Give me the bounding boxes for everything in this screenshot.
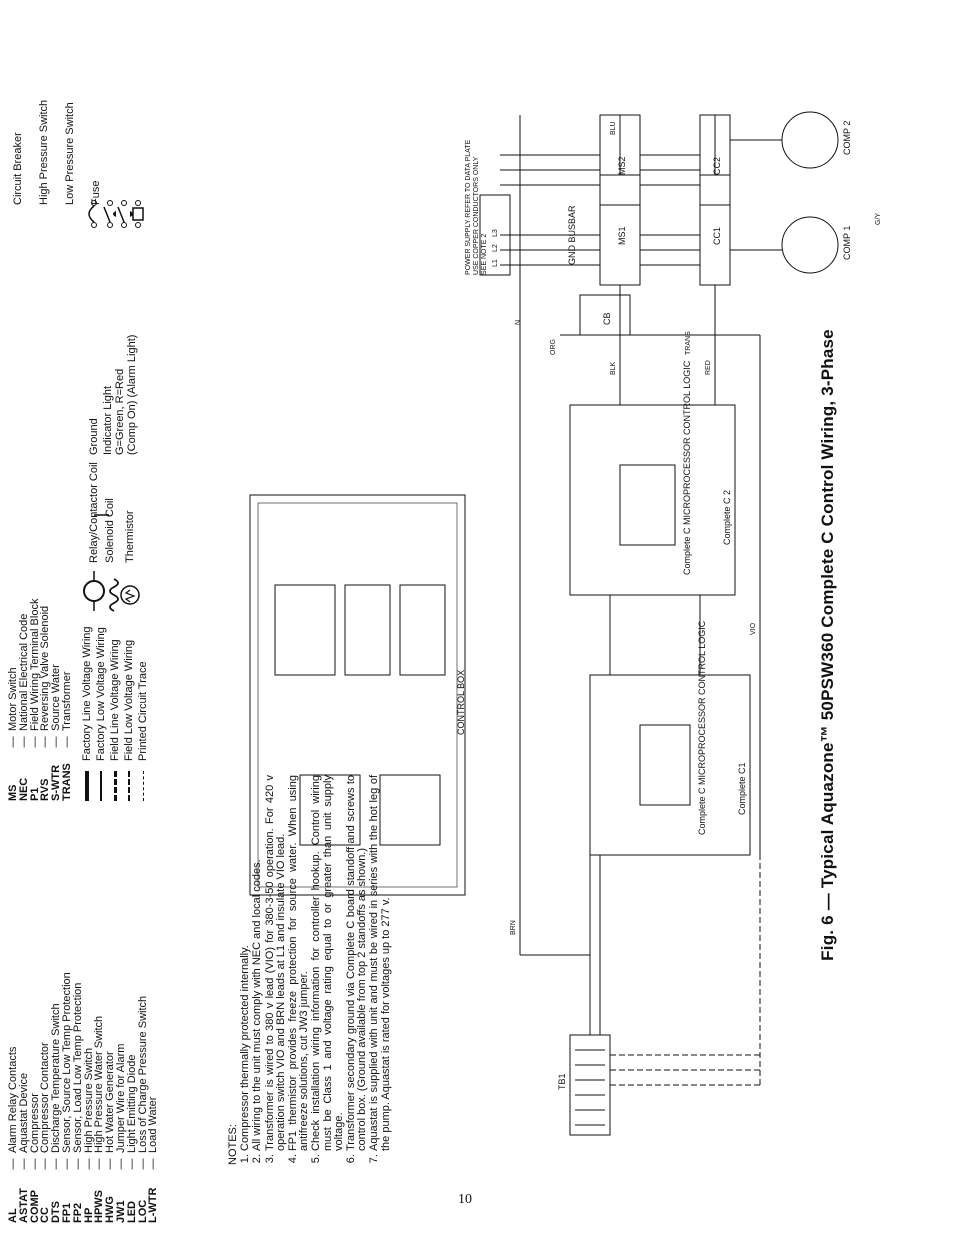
symbol-legend-label: Circuit Breaker bbox=[12, 132, 24, 205]
cb-label: CB bbox=[602, 312, 612, 325]
thermistor-icon bbox=[120, 585, 140, 605]
wire-label-vio: VIO bbox=[750, 622, 757, 635]
solenoid-coil-icon bbox=[109, 578, 119, 612]
wire-label-blu: BLU bbox=[610, 121, 617, 135]
neutral-label: N bbox=[515, 320, 522, 325]
cc2-label: CC2 bbox=[712, 157, 722, 175]
comp2-motor bbox=[781, 111, 839, 169]
complete-c2-name: Complete C 2 bbox=[722, 490, 732, 545]
wire-label-red: RED bbox=[705, 360, 712, 375]
power-supply-label: POWER SUPPLY REFER TO DATA PLATE bbox=[465, 139, 472, 275]
comp1-motor bbox=[781, 216, 839, 274]
complete-c1-board-label: Complete C MICROPROCESSOR CONTROL LOGIC bbox=[697, 620, 707, 835]
symbol-legend-label: (Comp On) (Alarm Light) bbox=[126, 334, 138, 455]
symbol-legend-label: Indicator Light bbox=[102, 385, 114, 455]
symbol-legend-icons bbox=[83, 200, 144, 612]
comp2-label: COMP 2 bbox=[842, 121, 852, 155]
symbol-legend-label: Fuse bbox=[90, 180, 102, 205]
symbol-legend: Relay/Contactor Coil Solenoid Coil Therm… bbox=[6, 0, 146, 615]
complete-c1-name: Complete C1 bbox=[737, 762, 747, 815]
wire-label-brn: BRN bbox=[510, 920, 517, 935]
symbol-legend-label: G=Green, R=Red bbox=[114, 368, 126, 455]
symbol-legend-label: Ground bbox=[88, 418, 100, 455]
control-box-label: CONTROL BOX bbox=[456, 670, 466, 735]
power-supply-label-3: SEE NOTE 2 bbox=[481, 234, 488, 275]
phase-label: L1 bbox=[492, 259, 499, 267]
wire-label-org: ORG bbox=[550, 339, 557, 355]
tb1-label: TB1 bbox=[557, 1073, 567, 1090]
power-supply-label-2: USE COPPER CONDUCTORS ONLY bbox=[473, 156, 480, 275]
circuit-breaker-icon bbox=[88, 200, 97, 228]
complete-c2-board bbox=[569, 404, 736, 596]
comp1-label: COMP 1 bbox=[842, 226, 852, 260]
wire-label-gy: G/Y bbox=[875, 213, 882, 225]
complete-c1-board bbox=[589, 674, 751, 856]
ms1-label: MS1 bbox=[617, 226, 627, 245]
trans-label: TRANS bbox=[685, 331, 692, 355]
wire-label-blk: BLK bbox=[610, 361, 617, 375]
phase-label: L3 bbox=[492, 229, 499, 237]
relay-coil-icon bbox=[83, 571, 105, 611]
page-number: 10 bbox=[458, 1192, 472, 1207]
symbol-legend-label: High Pressure Switch bbox=[38, 99, 50, 205]
control-box-outline bbox=[249, 494, 466, 896]
cc1-label: CC1 bbox=[712, 227, 722, 245]
high-pressure-switch-icon bbox=[103, 200, 116, 228]
fuse-icon bbox=[132, 200, 144, 228]
complete-c2-board-label: Complete C MICROPROCESSOR CONTROL LOGIC bbox=[682, 360, 692, 575]
symbol-legend-label: Low Pressure Switch bbox=[64, 102, 76, 205]
gnd-busbar-label: GND BUSBAR bbox=[567, 205, 577, 265]
phase-label: L2 bbox=[492, 244, 499, 252]
ms2-label: MS2 bbox=[617, 156, 627, 175]
